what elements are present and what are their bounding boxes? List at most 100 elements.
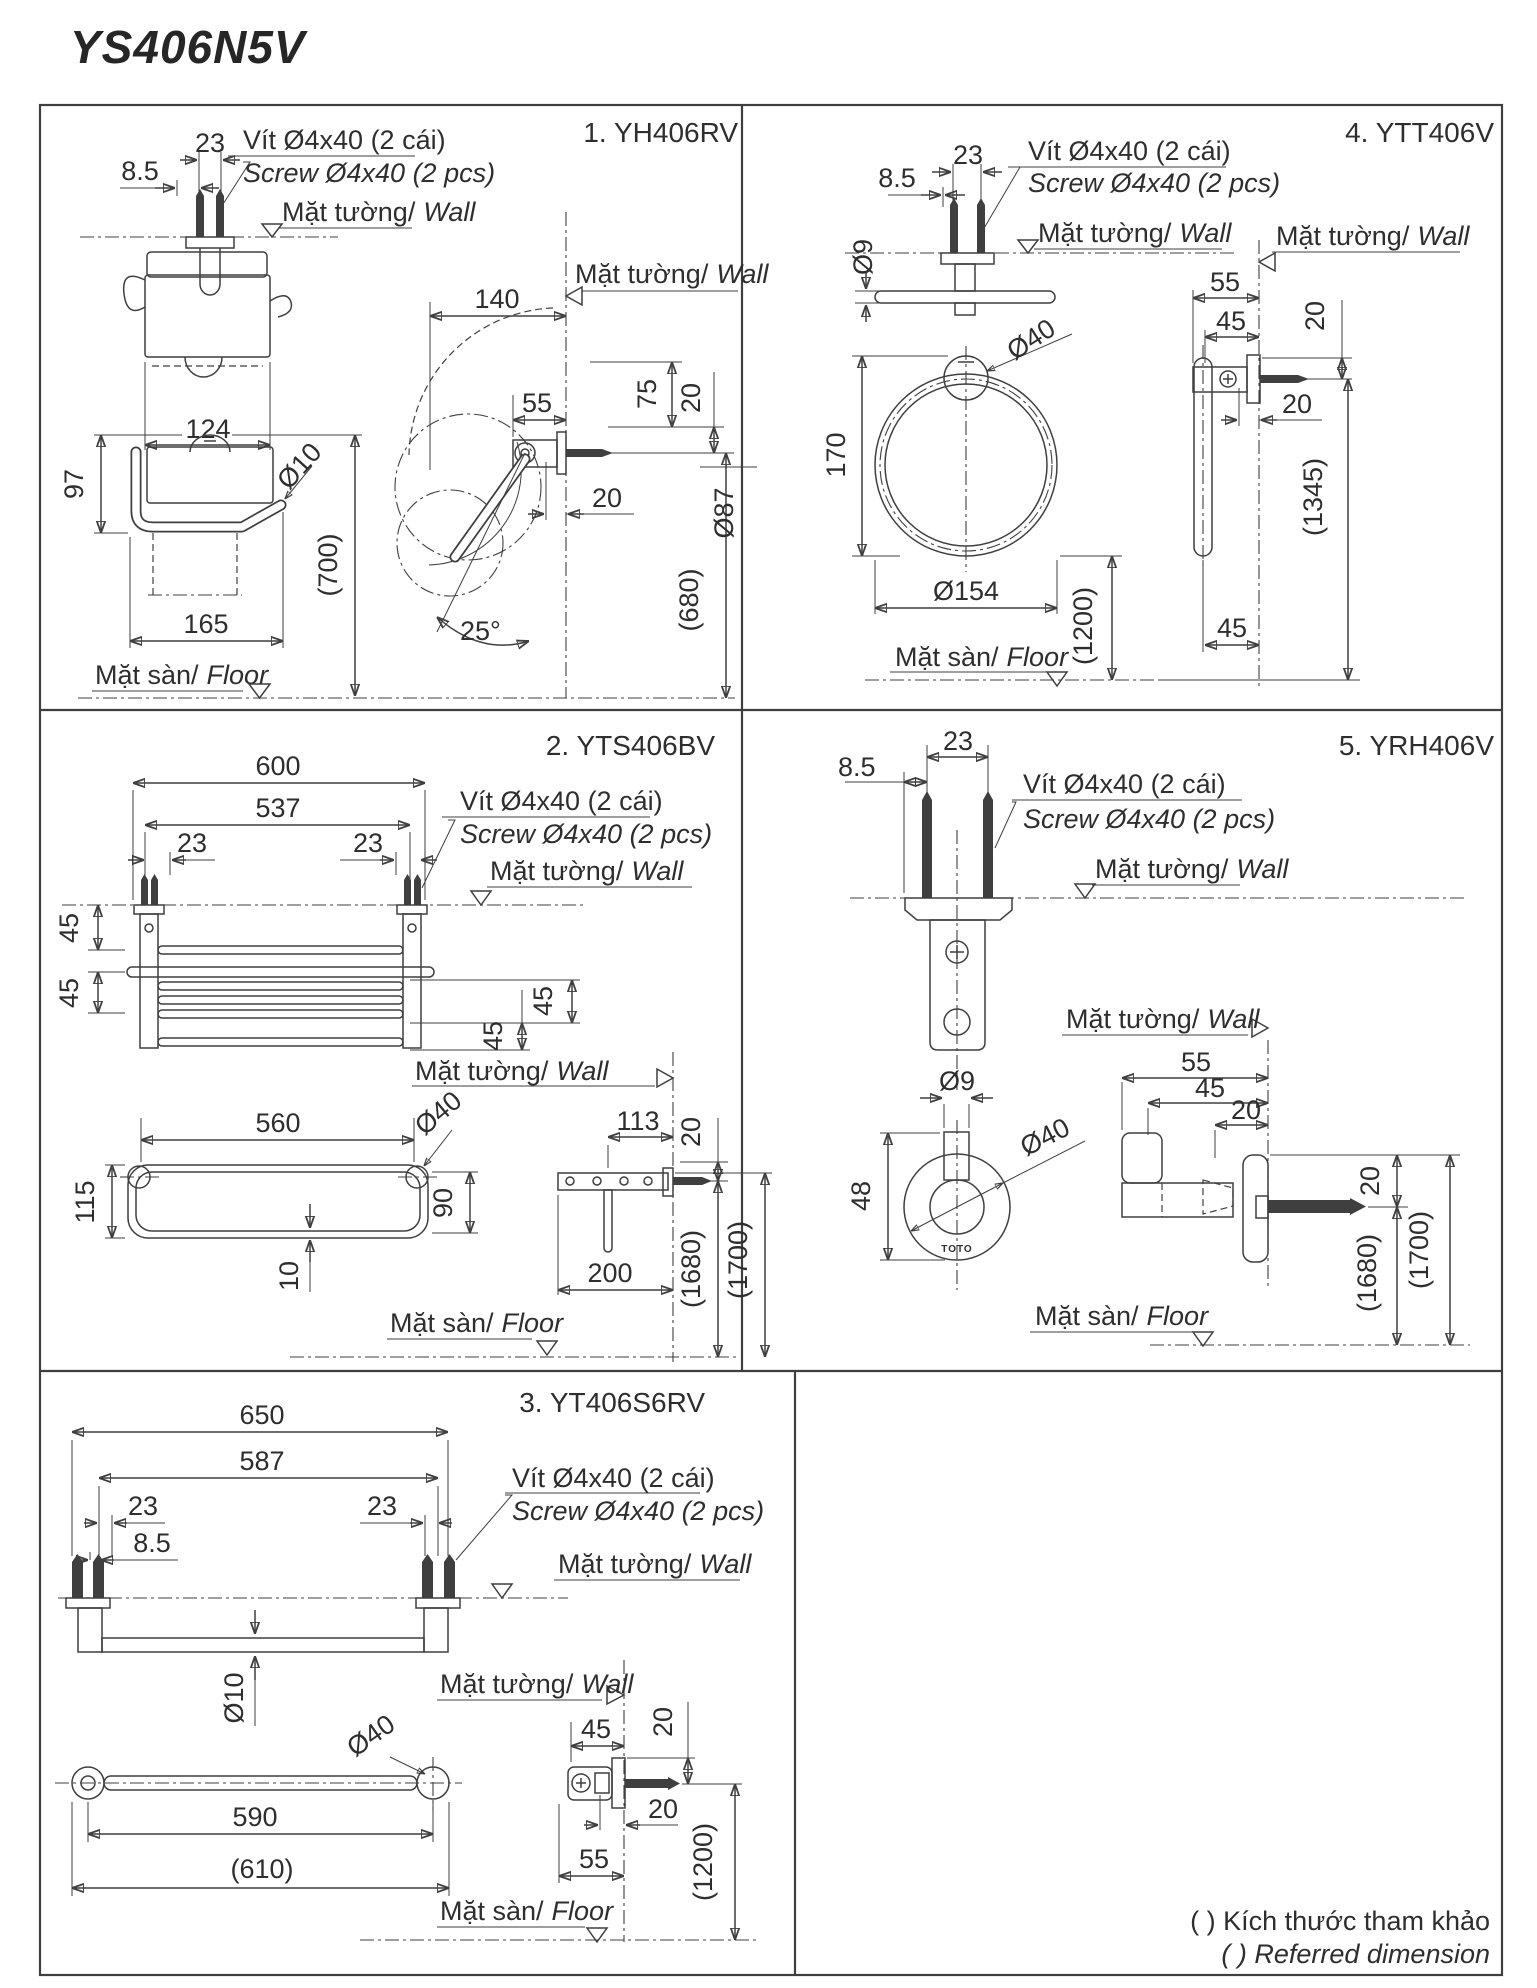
svg-text:23: 23 xyxy=(367,1491,397,1521)
svg-text:Ø9: Ø9 xyxy=(848,239,878,275)
svg-text:8.5: 8.5 xyxy=(133,1528,171,1558)
svg-text:45: 45 xyxy=(1195,1073,1225,1103)
p5-floor-label: Mặt sàn/Floor xyxy=(1035,1301,1209,1331)
p1-floor-label: Mặt sàn/Floor xyxy=(95,660,269,690)
svg-text:(1200): (1200) xyxy=(1068,587,1098,665)
p1-screw-label-en: Screw Ø4x40 (2 pcs) xyxy=(243,158,495,188)
svg-text:25°: 25° xyxy=(460,616,501,646)
p3-wall-label-2: Mặt tường/Wall xyxy=(440,1669,634,1699)
svg-text:170: 170 xyxy=(821,432,851,477)
svg-text:Ø10: Ø10 xyxy=(219,1672,249,1723)
p2-wall-label-2: Mặt tường/Wall xyxy=(415,1056,609,1086)
panel-5-title: 5. YRH406V xyxy=(1339,730,1494,761)
svg-text:45: 45 xyxy=(581,1714,611,1744)
p1-wall-label-1: Mặt tường/Wall xyxy=(282,197,476,227)
svg-text:20: 20 xyxy=(1300,301,1330,331)
svg-text:590: 590 xyxy=(232,1802,277,1832)
panel-yt406s6rv: 3. YT406S6RV xyxy=(55,1387,764,1944)
p2-front-view xyxy=(62,783,692,1051)
svg-text:(610): (610) xyxy=(230,1854,293,1884)
p1-screw-detail xyxy=(80,152,415,296)
svg-text:23: 23 xyxy=(177,828,207,858)
p1-front-view-2 xyxy=(94,434,362,696)
svg-text:Ø40: Ø40 xyxy=(341,1709,400,1763)
p2-floor-label: Mặt sàn/Floor xyxy=(390,1308,564,1338)
svg-text:20: 20 xyxy=(592,483,622,513)
svg-text:Ø40: Ø40 xyxy=(409,1085,467,1141)
svg-text:23: 23 xyxy=(953,140,983,170)
p4-screw-detail xyxy=(845,164,1235,322)
svg-text:23: 23 xyxy=(353,828,383,858)
p4-wall-label-2: Mặt tường/Wall xyxy=(1276,221,1470,251)
svg-text:55: 55 xyxy=(522,388,552,418)
svg-text:55: 55 xyxy=(579,1844,609,1874)
p5-side-view xyxy=(1062,1017,1460,1345)
panel-3-title: 3. YT406S6RV xyxy=(519,1387,705,1418)
panel-1-title: 1. YH406RV xyxy=(583,117,738,148)
p2-screw-label-vi: Vít Ø4x40 (2 cái) xyxy=(460,786,663,816)
svg-text:45: 45 xyxy=(1217,613,1247,643)
svg-text:20: 20 xyxy=(648,1707,678,1737)
svg-text:Ø10: Ø10 xyxy=(271,437,327,495)
svg-text:Ø9: Ø9 xyxy=(939,1066,975,1096)
svg-text:75: 75 xyxy=(632,379,662,409)
p5-screw-detail xyxy=(845,745,1465,1090)
svg-text:8.5: 8.5 xyxy=(838,752,876,782)
svg-text:Ø154: Ø154 xyxy=(933,576,999,606)
p5-screw-label-en: Screw Ø4x40 (2 pcs) xyxy=(1023,804,1275,834)
svg-text:20: 20 xyxy=(1282,389,1312,419)
svg-text:113: 113 xyxy=(616,1106,659,1136)
p5-brand-mark: TOTO xyxy=(941,1244,972,1255)
svg-text:20: 20 xyxy=(676,383,706,413)
svg-text:23: 23 xyxy=(195,128,225,158)
p4-ring-front-view xyxy=(852,333,1160,688)
svg-text:20: 20 xyxy=(1231,1095,1261,1125)
p4-wall-label-1: Mặt tường/Wall xyxy=(1038,218,1232,248)
svg-text:650: 650 xyxy=(239,1400,284,1430)
svg-text:115: 115 xyxy=(70,1180,100,1223)
p3-front-view xyxy=(58,1432,740,1726)
panel-yts406bv: 2. YTS406BV xyxy=(54,730,772,1362)
svg-text:20: 20 xyxy=(676,1117,706,1147)
panel-yrh406v: 5. YRH406V 23 xyxy=(838,726,1494,1348)
p2-wall-label-1: Mặt tường/Wall xyxy=(490,856,684,886)
p4-side-view xyxy=(1160,240,1460,690)
panel-yh406rv: 1. YH406RV 23 8.5 Vít Ø4x40 (2 cái) xyxy=(59,117,769,700)
svg-text:45: 45 xyxy=(1216,306,1246,336)
svg-text:97: 97 xyxy=(59,469,89,499)
svg-text:48: 48 xyxy=(846,1181,876,1211)
svg-text:20: 20 xyxy=(1355,1166,1385,1196)
svg-text:23: 23 xyxy=(943,726,973,756)
panel-4-title: 4. YTT406V xyxy=(1345,117,1494,148)
p1-side-view xyxy=(394,212,757,698)
p4-floor-label: Mặt sàn/Floor xyxy=(895,642,1069,672)
svg-text:560: 560 xyxy=(255,1108,300,1138)
svg-text:10: 10 xyxy=(274,1261,304,1291)
svg-text:45: 45 xyxy=(54,913,84,943)
svg-text:Ø87: Ø87 xyxy=(709,487,739,538)
svg-text:600: 600 xyxy=(255,751,300,781)
svg-text:45: 45 xyxy=(54,978,84,1008)
p1-floor-symbol xyxy=(78,683,735,700)
p4-screw-label-en: Screw Ø4x40 (2 pcs) xyxy=(1028,168,1280,198)
svg-text:Ø40: Ø40 xyxy=(1015,1112,1074,1162)
svg-text:23: 23 xyxy=(128,1491,158,1521)
svg-text:8.5: 8.5 xyxy=(121,156,159,186)
svg-text:165: 165 xyxy=(183,609,228,639)
svg-text:(1680): (1680) xyxy=(1352,1234,1382,1312)
svg-text:(1700): (1700) xyxy=(1404,1211,1434,1289)
p3-wall-label-1: Mặt tường/Wall xyxy=(558,1549,752,1579)
p2-screw-label-en: Screw Ø4x40 (2 pcs) xyxy=(460,819,712,849)
p3-plan-view xyxy=(55,1756,462,1896)
footnote-en: ( ) Referred dimension xyxy=(1221,1939,1490,1969)
footnote-vi: ( ) Kích thước tham khảo xyxy=(1190,1906,1490,1936)
svg-text:(700): (700) xyxy=(313,533,343,596)
svg-text:20: 20 xyxy=(648,1794,678,1824)
svg-text:Ø40: Ø40 xyxy=(1002,313,1061,366)
svg-text:140: 140 xyxy=(474,284,519,314)
panel-ytt406v: 4. YTT406V xyxy=(821,117,1494,690)
svg-text:90: 90 xyxy=(428,1188,458,1218)
svg-text:537: 537 xyxy=(255,793,300,823)
svg-text:45: 45 xyxy=(478,1021,508,1051)
